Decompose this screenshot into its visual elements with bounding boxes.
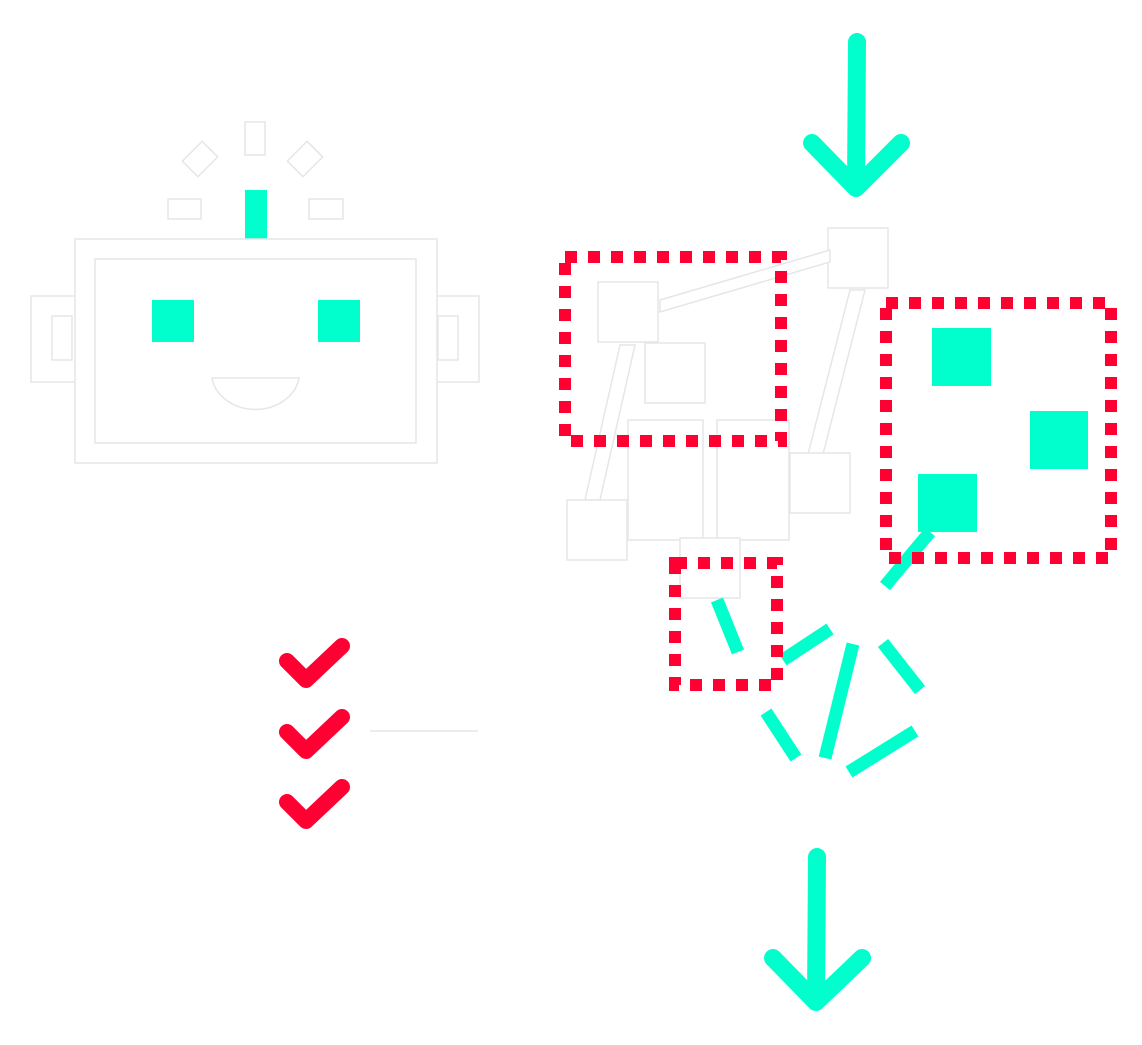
check-icon: [279, 709, 350, 759]
edge: [880, 527, 935, 591]
robot-mouth: [211, 377, 300, 411]
edge: [818, 642, 860, 760]
right-eye: [318, 300, 360, 342]
block: [644, 342, 706, 404]
spark-right-diamond: [286, 140, 324, 178]
left-ear-inner: [51, 315, 73, 361]
block: [789, 452, 851, 514]
selection-box-icon: [559, 251, 787, 447]
block: [827, 227, 889, 289]
node: [932, 328, 991, 386]
down-arrow-icon: [764, 848, 871, 1011]
edge: [845, 725, 919, 778]
selection-box-icon: [880, 297, 1117, 564]
node: [918, 474, 977, 532]
node: [1030, 411, 1088, 469]
spark-top: [244, 121, 266, 156]
network-graph-icon: [710, 328, 1088, 778]
block: [597, 281, 659, 343]
edge: [760, 708, 802, 762]
check-icon: [279, 638, 350, 688]
object-cluster: [566, 227, 889, 599]
down-arrow-icon: [803, 33, 910, 197]
link: [659, 248, 831, 314]
edge: [779, 623, 834, 666]
check-icon: [279, 779, 350, 829]
selection-box-icon: [669, 557, 783, 691]
spark-right: [308, 198, 344, 220]
antenna: [245, 190, 267, 239]
right-ear-inner: [437, 315, 459, 361]
robot-icon: [30, 121, 480, 464]
checklist: [279, 638, 478, 829]
robot-face: [94, 258, 417, 444]
edge: [877, 638, 926, 695]
left-eye: [152, 300, 194, 342]
spark-left-diamond: [181, 140, 219, 178]
edge: [710, 597, 745, 655]
block: [566, 499, 628, 561]
spark-left: [167, 198, 202, 220]
